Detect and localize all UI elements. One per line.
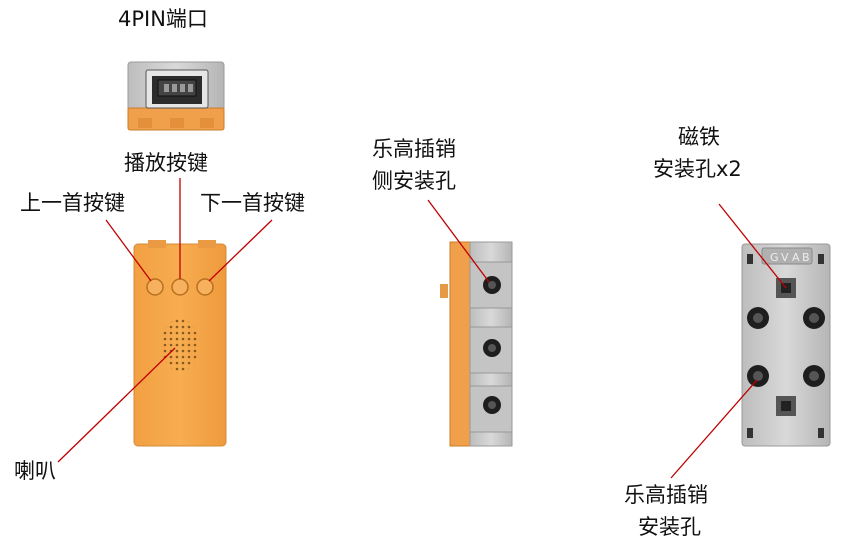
side-lego-hole-icon xyxy=(483,396,501,414)
magnet-hole-label-line2: 安装孔x2 xyxy=(653,157,742,181)
play-key-label: 播放按键 xyxy=(124,151,208,175)
lego-side-hole-label-line1: 乐高插销 xyxy=(372,137,456,161)
back-lego-hole-icon xyxy=(747,365,769,387)
back-lego-hole-icon xyxy=(803,365,825,387)
prev-key-label: 上一首按键 xyxy=(20,191,125,215)
next-key-leader-line xyxy=(208,219,273,282)
back-lego-hole-icon xyxy=(803,307,825,329)
magnet-leader-line xyxy=(718,203,787,289)
prev-key-leader-line xyxy=(105,219,152,282)
lego-side-leader-line xyxy=(427,199,490,283)
4pin-port-icon xyxy=(145,69,209,109)
speaker-leader-line xyxy=(57,347,176,463)
side-lego-hole-icon xyxy=(483,339,501,357)
lego-back-leader-line xyxy=(670,379,758,479)
pin-mark-g: G xyxy=(770,251,779,264)
pin-mark-v: V xyxy=(781,251,789,264)
lego-side-hole-label-line2: 侧安装孔 xyxy=(372,169,456,193)
pin-mark-a: A xyxy=(792,251,800,264)
next-key-label: 下一首按键 xyxy=(200,191,305,215)
side-view-module xyxy=(440,241,513,447)
play-button[interactable] xyxy=(171,278,189,296)
magnet-hole-icon xyxy=(776,396,796,416)
speaker-label: 喇叭 xyxy=(14,459,56,483)
side-lego-hole-icon xyxy=(483,276,501,294)
lego-back-hole-label-line1: 乐高插销 xyxy=(624,483,708,507)
prev-button[interactable] xyxy=(146,278,164,296)
back-lego-hole-icon xyxy=(747,307,769,329)
speaker-grille-icon xyxy=(161,319,199,371)
lego-back-hole-label-line2: 安装孔 xyxy=(638,515,701,539)
leader-lines xyxy=(57,178,787,479)
port-label: 4PIN端口 xyxy=(118,7,208,31)
magnet-hole-label-line1: 磁铁 xyxy=(678,125,720,149)
top-view-module xyxy=(127,61,225,131)
next-button[interactable] xyxy=(196,278,214,296)
back-view-module: G V A B xyxy=(741,243,831,447)
pin-mark-b: B xyxy=(802,251,810,264)
